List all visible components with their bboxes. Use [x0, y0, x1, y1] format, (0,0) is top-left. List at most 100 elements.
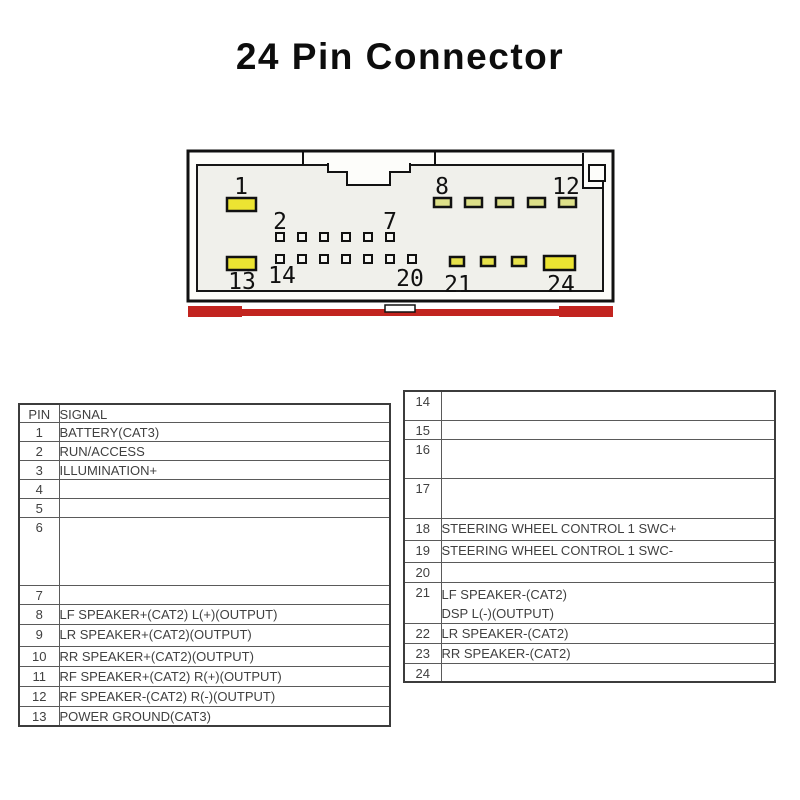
table-row: 4 [18, 479, 391, 499]
signal-line-1: LF SPEAKER-(CAT2) [441, 586, 567, 602]
signal-line-2: DSP L(-)(OUTPUT) [441, 605, 554, 621]
signal-cell: POWER GROUND(CAT3) [58, 706, 391, 726]
pin-cell: 8 [18, 604, 60, 625]
pin-cell: 12 [18, 686, 60, 707]
pin-cell: 6 [18, 517, 60, 586]
connector-diagram: 1 2 7 8 12 13 14 20 21 24 [186, 149, 615, 317]
signal-cell [440, 477, 776, 519]
corner-step-outline [582, 153, 603, 189]
pin-2 [275, 232, 285, 242]
pin-cell: 4 [18, 479, 60, 499]
table-row: 15 [403, 419, 776, 440]
table-row: 17 [403, 477, 776, 519]
signal-cell: STEERING WHEEL CONTROL 1 SWC- [440, 539, 776, 563]
pin-23 [510, 255, 528, 268]
signal-cell [58, 517, 391, 586]
pin-cell: 5 [18, 498, 60, 518]
signal-cell: RR SPEAKER+(CAT2)(OUTPUT) [58, 646, 391, 667]
signal-cell: LR SPEAKER+(CAT2)(OUTPUT) [58, 624, 391, 647]
pin-header: PIN [18, 403, 60, 423]
signal-cell: RF SPEAKER-(CAT2) R(-)(OUTPUT) [58, 686, 391, 707]
pin-1 [225, 196, 258, 213]
pin-cell: 1 [18, 422, 60, 442]
table-row: 23 RR SPEAKER-(CAT2) [403, 642, 776, 664]
table-row: 5 [18, 498, 391, 518]
pin-label-24: 24 [547, 272, 575, 298]
pin-5 [341, 232, 351, 242]
pin-label-14: 14 [268, 263, 296, 289]
pin-cell: 21 [403, 581, 442, 624]
pin-cell: 15 [403, 419, 442, 440]
pin-cell: 19 [403, 539, 442, 563]
pin-cell: 22 [403, 622, 442, 644]
pin-label-1: 1 [234, 174, 248, 200]
table-row: 8 LF SPEAKER+(CAT2) L(+)(OUTPUT) [18, 604, 391, 625]
signal-cell: RUN/ACCESS [58, 441, 391, 461]
pin-7 [385, 232, 395, 242]
pin-12 [557, 196, 578, 209]
pin-15 [297, 254, 307, 264]
signal-cell [440, 419, 776, 440]
table-row: 6 [18, 517, 391, 586]
pin-cell: 11 [18, 666, 60, 687]
table-header-row: PIN SIGNAL [18, 403, 391, 423]
pin-cell: 17 [403, 477, 442, 519]
table-row: 24 [403, 662, 776, 682]
table-row: 3 ILLUMINATION+ [18, 460, 391, 480]
pin-cell: 24 [403, 662, 442, 682]
pin-22 [479, 255, 497, 268]
pin-20 [407, 254, 417, 264]
table-row: 7 [18, 585, 391, 605]
index-square [588, 164, 606, 182]
pin-9 [463, 196, 484, 209]
pin-cell: 18 [403, 517, 442, 541]
signal-cell [440, 662, 776, 682]
pin-3 [297, 232, 307, 242]
pin-cell: 23 [403, 642, 442, 664]
signal-cell: STEERING WHEEL CONTROL 1 SWC+ [440, 517, 776, 541]
signal-cell [58, 498, 391, 518]
signal-cell: ILLUMINATION+ [58, 460, 391, 480]
signal-cell [58, 479, 391, 499]
pin-cell: 9 [18, 624, 60, 647]
pin-11 [526, 196, 547, 209]
table-row: 11 RF SPEAKER+(CAT2) R(+)(OUTPUT) [18, 666, 391, 687]
pin-8 [432, 196, 453, 209]
signal-cell: RF SPEAKER+(CAT2) R(+)(OUTPUT) [58, 666, 391, 687]
pin-10 [494, 196, 515, 209]
pin-cell: 16 [403, 438, 442, 479]
table-row: 13 POWER GROUND(CAT3) [18, 706, 391, 726]
pin-18 [363, 254, 373, 264]
red-strip-notch [384, 304, 416, 313]
table-row: 1 BATTERY(CAT3) [18, 422, 391, 442]
pin-6 [363, 232, 373, 242]
table-row: 19 STEERING WHEEL CONTROL 1 SWC- [403, 539, 776, 563]
pin-label-8: 8 [435, 174, 449, 200]
pin-label-20: 20 [396, 266, 424, 292]
table-row: 2 RUN/ACCESS [18, 441, 391, 461]
table-row: 14 [403, 390, 776, 421]
pin-21 [448, 255, 466, 268]
signal-cell [440, 390, 776, 421]
pin-14 [275, 254, 285, 264]
pin-4 [319, 232, 329, 242]
table-row: 12 RF SPEAKER-(CAT2) R(-)(OUTPUT) [18, 686, 391, 707]
signal-cell: LF SPEAKER-(CAT2) DSP L(-)(OUTPUT) [440, 581, 776, 624]
pin-cell: 3 [18, 460, 60, 480]
table-row: 20 [403, 561, 776, 583]
pin-cell: 10 [18, 646, 60, 667]
table-row: 9 LR SPEAKER+(CAT2)(OUTPUT) [18, 624, 391, 647]
pin-19 [385, 254, 395, 264]
pinout-table-right: 14 15 16 17 18 STEERING WHEEL CONTROL 1 … [403, 390, 776, 683]
pin-cell: 2 [18, 441, 60, 461]
pin-cell: 13 [18, 706, 60, 726]
pin-16 [319, 254, 329, 264]
signal-cell: RR SPEAKER-(CAT2) [440, 642, 776, 664]
table-row: 18 STEERING WHEEL CONTROL 1 SWC+ [403, 517, 776, 541]
page-title: 24 Pin Connector [235, 36, 565, 77]
keyway-notch [327, 163, 411, 186]
pin-label-12: 12 [552, 174, 580, 200]
table-row: 16 [403, 438, 776, 479]
pin-label-21: 21 [444, 272, 472, 298]
